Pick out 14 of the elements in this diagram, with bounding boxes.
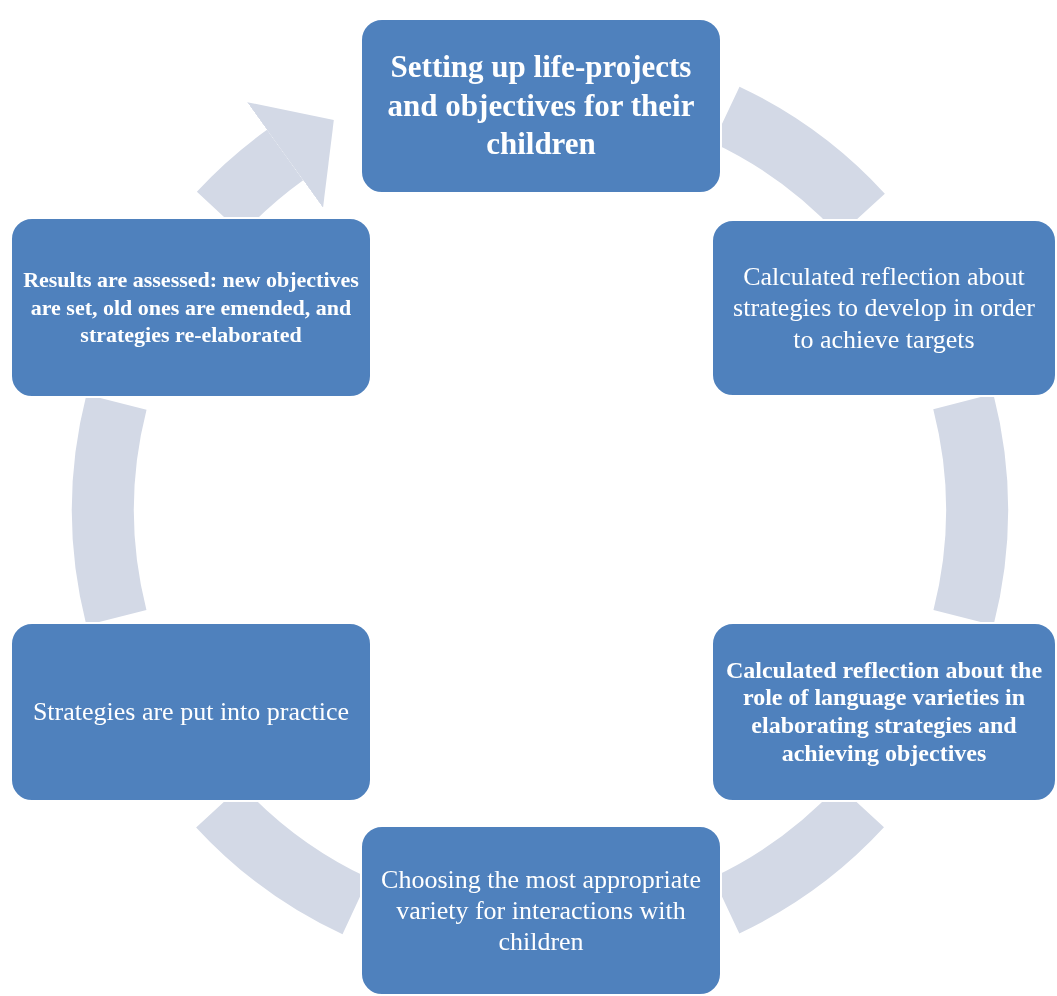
step-text: Setting up life-projects and objectives for their children — [386, 47, 696, 164]
cycle-arc — [72, 396, 147, 624]
process-box — [360, 825, 722, 996]
step-text: Strategies are put into practice — [32, 696, 350, 728]
step-text: Results are assessed: new objectives are set, old ones are emended, and strategies re-elaborated — [22, 266, 360, 349]
step-text: Calculated reflection about strategies to develop in order to achieve targets — [732, 261, 1036, 355]
step-text: Calculated reflection about the role of language varieties in elaborating strategies and achieving objectives — [724, 656, 1044, 768]
step-text: Choosing the most appropriate variety for interactions with children — [380, 863, 702, 958]
process-box — [10, 622, 372, 802]
cycle-arc — [932, 395, 1008, 624]
process-box — [10, 217, 372, 398]
process-box — [360, 18, 722, 194]
process-box — [711, 622, 1057, 802]
process-box — [711, 219, 1057, 397]
